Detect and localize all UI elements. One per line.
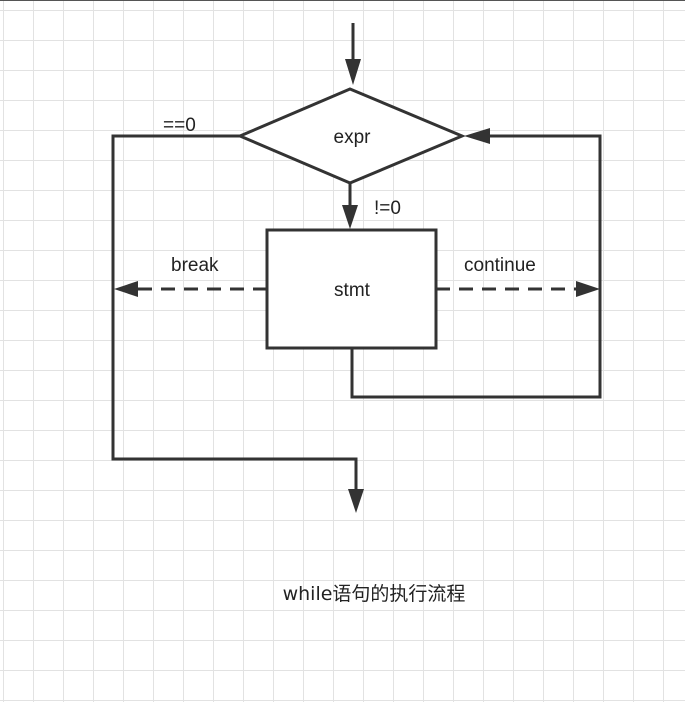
entry-arrow — [345, 23, 361, 85]
decision-label: expr — [334, 127, 372, 148]
break-label: break — [171, 255, 219, 276]
edge-zero-label: ==0 — [163, 115, 196, 136]
continue-label: continue — [464, 255, 536, 276]
process-label: stmt — [334, 280, 371, 301]
continue-arrow — [436, 281, 600, 297]
edge-nonzero-label: !=0 — [374, 198, 401, 219]
true-arrow — [342, 183, 358, 229]
exit-path — [111, 134, 364, 513]
loop-back-path — [350, 128, 602, 399]
diagram-caption: while语句的执行流程 — [282, 583, 466, 605]
break-arrow — [114, 281, 267, 297]
process-node: stmt — [265, 228, 438, 350]
decision-node: expr — [236, 87, 466, 185]
